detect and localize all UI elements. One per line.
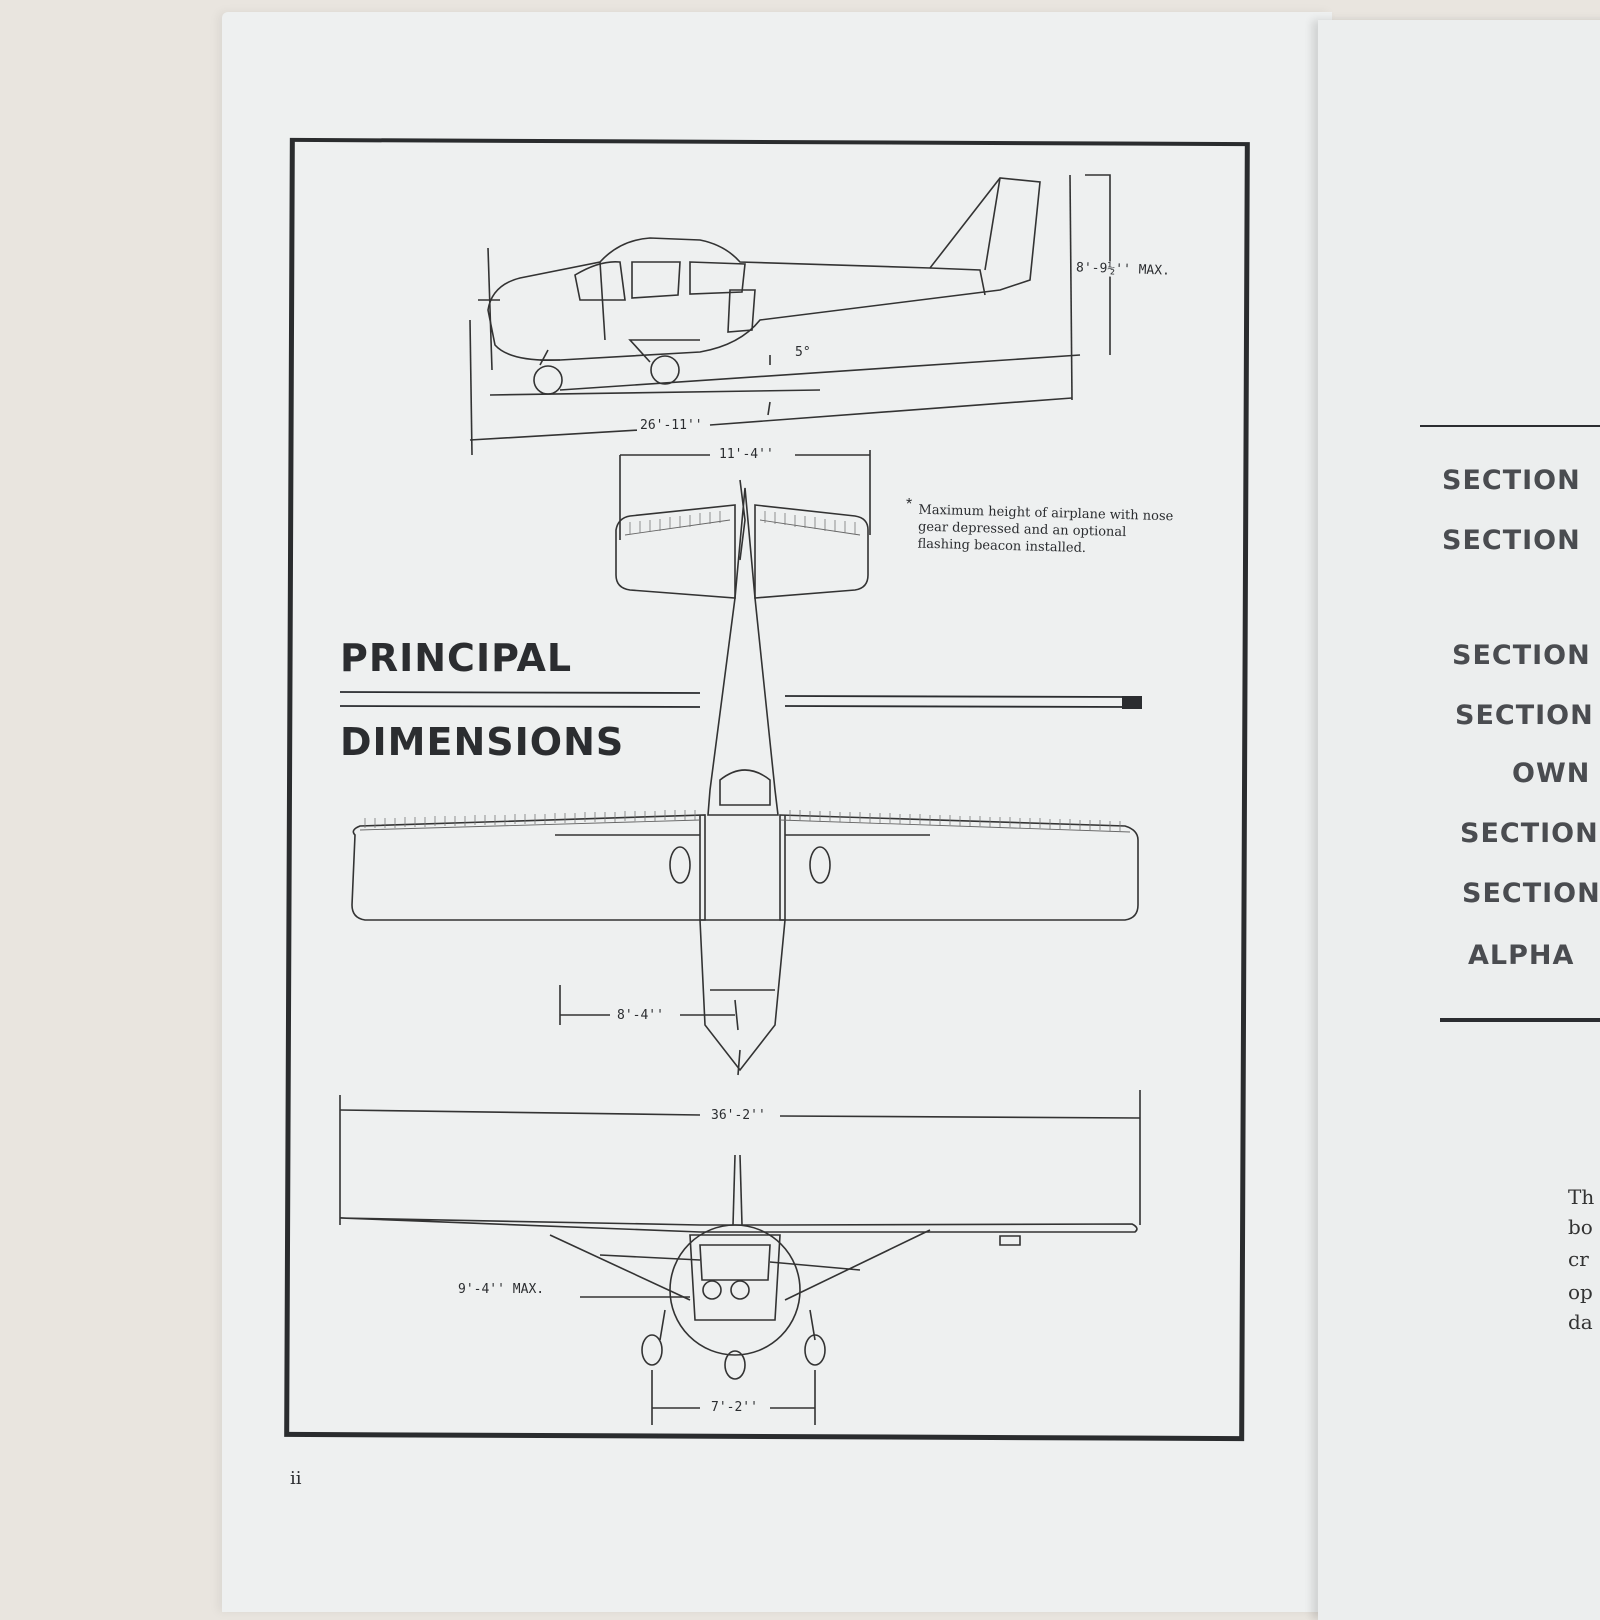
toc-item: SECTION <box>1442 525 1581 556</box>
toc-item: SECTION <box>1460 818 1599 849</box>
toc-top-rule <box>1420 425 1600 427</box>
dimension-wing-span: 36'-2'' <box>708 1108 769 1123</box>
side-view-airplane <box>469 174 1111 456</box>
toc-bottom-rule <box>1440 1018 1600 1022</box>
toc-item: OWN <box>1512 758 1591 789</box>
dimension-tail-span: 11'-4'' <box>716 447 777 462</box>
front-view-airplane <box>339 1090 1141 1425</box>
page-number: ii <box>290 1468 302 1489</box>
note-marker: * <box>906 496 913 513</box>
right-page <box>1318 20 1600 1620</box>
toc-item: ALPHA <box>1468 940 1575 971</box>
toc-item: SECTION <box>1462 878 1600 909</box>
dimension-angle: 5° <box>792 345 814 360</box>
dimension-wing-to-fuselage: 8'-4'' <box>614 1008 667 1023</box>
dimension-length: 26'-11'' <box>637 418 706 433</box>
right-page-text: cr <box>1568 1247 1589 1271</box>
right-page-text: bo <box>1568 1215 1593 1239</box>
top-view-airplane <box>351 450 1139 1076</box>
title-rules <box>339 691 1131 708</box>
footnote-text: Maximum height of airplane with nose gea… <box>917 502 1174 556</box>
title-dimensions: DIMENSIONS <box>340 720 625 764</box>
dimension-prop-height: 9'-4'' MAX. <box>455 1282 548 1297</box>
right-page-text: da <box>1568 1310 1593 1334</box>
rule-end-block <box>1122 696 1142 709</box>
toc-item: SECTION <box>1452 640 1591 671</box>
toc-item: SECTION <box>1442 465 1581 496</box>
right-page-text: op <box>1568 1280 1593 1304</box>
title-principal: PRINCIPAL <box>340 636 573 680</box>
toc-item: SECTION <box>1455 700 1594 731</box>
control-surface-hatching <box>359 519 1131 833</box>
dimension-gear-track: 7'-2'' <box>708 1400 761 1415</box>
right-page-text: Th <box>1568 1185 1595 1209</box>
